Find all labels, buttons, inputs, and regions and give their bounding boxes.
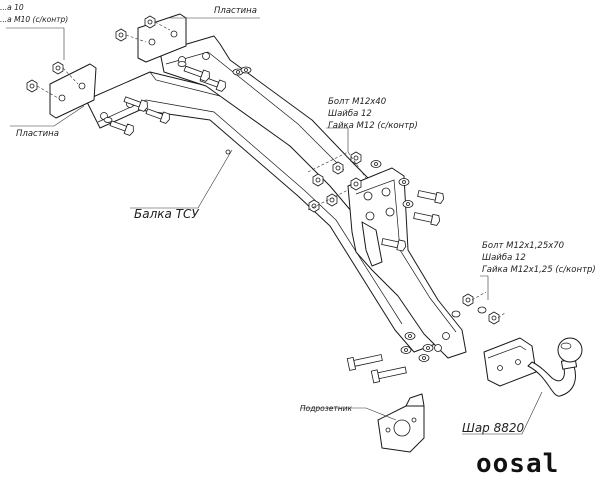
socket-plate xyxy=(377,393,425,453)
brand-logo: oosal xyxy=(476,449,559,479)
plate-top xyxy=(115,13,187,63)
tow-beam xyxy=(85,35,467,359)
label-bolt-right-2: Шайба 12 xyxy=(482,253,526,263)
leader-lines xyxy=(6,17,543,435)
label-bolt-right-3: Гайка M12x1,25 (с/контр) xyxy=(482,265,596,275)
label-ball: Шар 8820 xyxy=(462,421,525,435)
label-bolt-right-1: Болт M12x1,25x70 xyxy=(482,241,564,251)
label-socket-plate: Подрозетник xyxy=(300,404,353,413)
logo-text: oosal xyxy=(476,449,559,479)
label-beam: Балка ТСУ xyxy=(134,207,199,221)
bolt-set-upper xyxy=(103,61,252,136)
bolt-set-lower xyxy=(346,332,434,384)
label-top-left-2: ...а M10 (с/контр) xyxy=(0,15,68,24)
plate-left xyxy=(26,61,97,119)
tow-ball xyxy=(483,337,583,397)
label-top-left-1: ...а 10 xyxy=(0,3,24,12)
label-bolt-mid-2: Шайба 12 xyxy=(328,109,372,119)
bolt-set-mid xyxy=(307,151,445,252)
bolt-set-right xyxy=(451,291,507,325)
label-bolt-mid-3: Гайка M12 (с/контр) xyxy=(328,121,418,131)
label-plate-left: Пластина xyxy=(16,129,59,139)
label-bolt-mid-1: Болт M12x40 xyxy=(328,97,386,107)
label-plate-top: Пластина xyxy=(214,6,257,16)
